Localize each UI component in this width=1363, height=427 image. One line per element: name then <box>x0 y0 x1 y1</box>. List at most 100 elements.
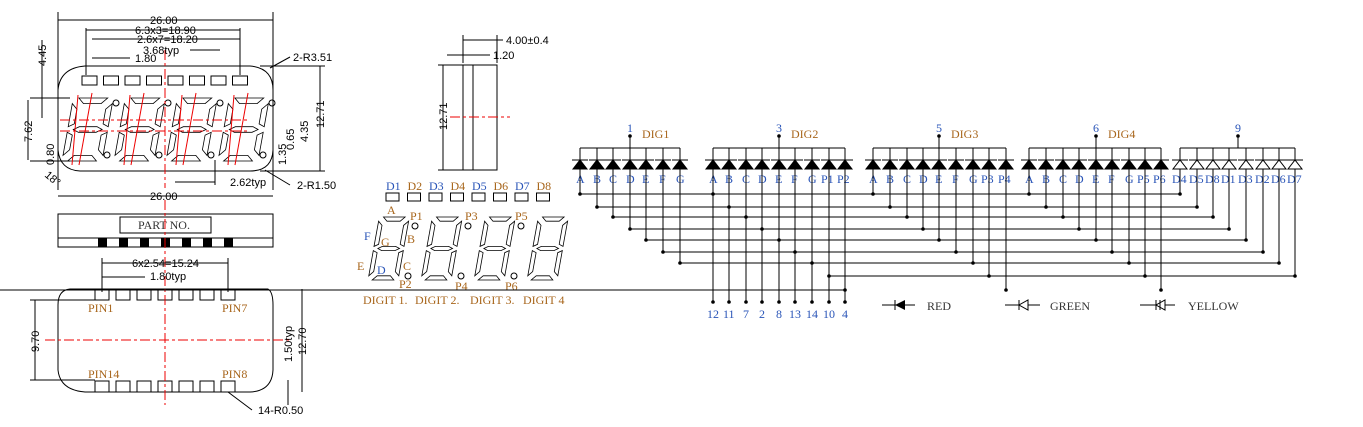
led-label-d7: D7 <box>515 179 530 193</box>
segment-g <box>483 245 507 252</box>
segment-c <box>149 131 160 157</box>
led-label-d6: D6 <box>494 179 509 193</box>
seg-label-g: G <box>381 235 390 249</box>
output-pin-12: 12 <box>707 307 719 321</box>
dim-corner-top: 2-R3.51 <box>293 52 332 64</box>
output-pin-2: 2 <box>759 307 765 321</box>
segment-b <box>505 220 516 248</box>
lower-dp <box>103 151 111 159</box>
led-label-d8: D8 <box>537 179 552 193</box>
led-label-d3: D3 <box>429 179 444 193</box>
segment-e <box>368 249 378 277</box>
group-name: DIG3 <box>951 127 978 141</box>
diode-icon <box>1220 159 1238 170</box>
map-digit <box>474 216 516 281</box>
diode-icon <box>803 159 821 170</box>
segment-f <box>119 102 130 128</box>
segment-label: P1 <box>821 172 834 186</box>
seg-label-a: A <box>387 203 396 217</box>
map-digit <box>421 216 463 281</box>
diode-icon <box>1136 159 1154 170</box>
diode-icon <box>1270 159 1288 170</box>
diode-icon <box>671 159 689 170</box>
digit-label-1: DIGIT 1. <box>363 293 407 307</box>
dim-overall-height: 12.71 <box>315 100 327 128</box>
segment-e <box>166 131 177 157</box>
segment-a <box>488 216 513 222</box>
dim-depth: 4.00±0.4 <box>506 35 549 47</box>
output-pin-11: 11 <box>723 307 735 321</box>
segment-f <box>426 220 436 248</box>
segment-c <box>97 131 108 157</box>
segment-b <box>206 102 217 128</box>
indicator-led <box>81 75 98 86</box>
upper-dp <box>517 222 525 230</box>
output-pin-10: 10 <box>823 307 835 321</box>
bottom-pad <box>94 380 110 393</box>
dim-overall-width: 26.00 <box>150 15 178 27</box>
segment-label: D8 <box>1205 172 1220 186</box>
group-name: DIG2 <box>791 127 818 141</box>
led-label-d5: D5 <box>472 179 487 193</box>
output-pin-8: 8 <box>776 307 782 321</box>
segment-e <box>421 249 431 277</box>
front-digit <box>218 97 269 162</box>
diode-icon <box>1254 159 1272 170</box>
indicator-led <box>167 75 184 86</box>
led-block <box>450 192 464 202</box>
point-label-p4: P4 <box>455 279 468 293</box>
diode-icon <box>720 159 738 170</box>
seg-label-d: D <box>377 263 386 277</box>
segment-g <box>124 126 155 133</box>
segment-label: P2 <box>837 172 850 186</box>
map-digit <box>368 216 410 281</box>
pin1-label: PIN1 <box>88 301 113 315</box>
common-pin-1: 1 <box>627 121 633 135</box>
output-pin-node <box>711 300 715 304</box>
segment-d <box>424 275 448 281</box>
indicator-led <box>124 75 141 86</box>
pin-node <box>1094 134 1098 138</box>
front-digits <box>62 92 276 166</box>
pin-block <box>98 238 107 247</box>
segment-e <box>474 249 484 277</box>
led-label-d4: D4 <box>451 179 466 193</box>
diode-icon <box>964 159 982 170</box>
output-pin-4: 4 <box>842 307 848 321</box>
output-pin-node <box>793 300 797 304</box>
dim-corner-bottom: 2-R1.50 <box>297 180 336 192</box>
led-block <box>385 192 400 202</box>
point-label-p1: P1 <box>410 209 423 223</box>
segment-label: D2 <box>1255 172 1270 186</box>
led-label-d1: D1 <box>386 179 401 193</box>
led-block <box>536 192 550 202</box>
segment-label: D4 <box>1172 172 1187 186</box>
segment-a <box>541 216 566 222</box>
segment-g <box>430 245 454 252</box>
diode-icon <box>947 159 965 170</box>
dim-led-offset: 4.45 <box>37 45 49 66</box>
diode-icon <box>864 159 882 170</box>
diode-icon <box>1237 159 1255 170</box>
diode-icon <box>1087 159 1105 170</box>
diode-icon <box>820 159 838 170</box>
common-pin-9: 9 <box>1235 121 1241 135</box>
diode-icon <box>898 159 916 170</box>
lower-dp <box>457 272 465 280</box>
bottom-pad <box>178 380 194 393</box>
diode-icon <box>737 159 755 170</box>
output-pin-node <box>744 300 748 304</box>
dim-dp-pitch: 2.62typ <box>230 177 266 189</box>
dim-pad-width: 1.80typ <box>150 271 186 283</box>
upper-dp <box>411 222 419 230</box>
diode-icon <box>571 159 589 170</box>
pin8-label: PIN8 <box>222 367 247 381</box>
lower-dp <box>207 151 215 159</box>
common-pin-3: 3 <box>776 121 782 135</box>
segment-f <box>223 102 234 128</box>
